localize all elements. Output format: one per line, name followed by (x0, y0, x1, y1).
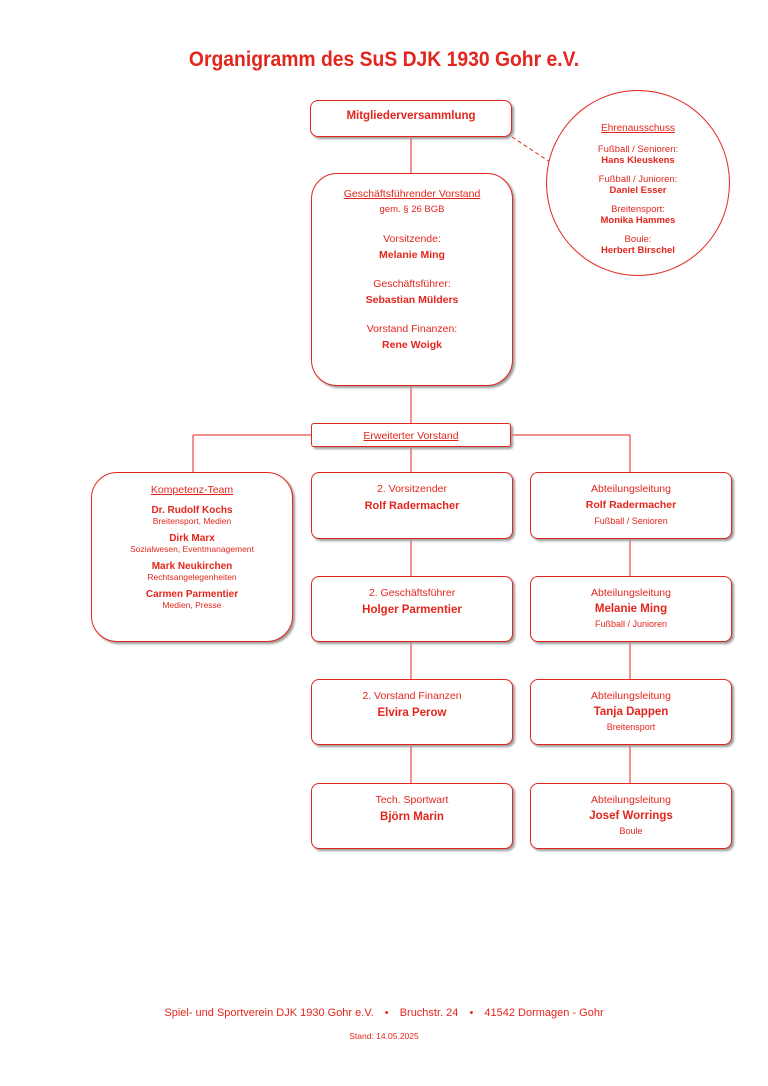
mitgliederversammlung-box: Mitgliederversammlung (310, 100, 512, 137)
kompetenz-member-area: Medien, Presse (162, 600, 222, 610)
kompetenz-member-name: Dr. Rudolf Kochs (151, 505, 233, 516)
role-name: Rolf Radermacher (364, 500, 460, 512)
ehren-item-name: Herbert Birschel (601, 245, 675, 256)
ehren-item: Breitensport: Monika Hammes (547, 204, 729, 226)
vorstand-heading: Geschäftsführender Vorstand (343, 188, 481, 200)
ehrenausschuss-circle: Ehrenausschuss Fußball / Senioren: Hans … (546, 90, 730, 276)
mitgliederversammlung-label: Mitgliederversammlung (346, 110, 476, 122)
role-label: 2. Vorsitzender (376, 483, 448, 495)
ehren-item-label: Fußball / Junioren: (598, 174, 678, 185)
kompetenz-member-name: Dirk Marx (169, 533, 215, 544)
footer-address: Spiel- und Sportverein DJK 1930 Gohr e.V… (0, 1007, 768, 1019)
abteilung-name: Melanie Ming (594, 603, 668, 615)
kompetenz-member-name: Mark Neukirchen (151, 561, 233, 572)
abteilung-area: Fußball / Senioren (594, 516, 668, 526)
ehren-item-label: Boule: (624, 234, 652, 245)
kompetenz-member: Dirk Marx Sozialwesen, Eventmanagement (92, 533, 292, 554)
kompetenz-member-area: Breitensport, Medien (152, 516, 232, 526)
role-label: 2. Geschäftsführer (368, 587, 456, 599)
role-name: Holger Parmentier (362, 604, 462, 616)
kompetenz-member-area: Rechtsangelegenheiten (147, 572, 237, 582)
ehren-item-name: Hans Kleuskens (601, 155, 675, 166)
abteilung-box: Abteilungsleitung Rolf Radermacher Fußba… (530, 472, 732, 539)
page-title: Organigramm des SuS DJK 1930 Gohr e.V. (188, 48, 580, 71)
abteilung-label: Abteilungsleitung (591, 483, 671, 495)
erweiterter-vorstand-box: Erweiterter Vorstand (311, 423, 511, 447)
role-box: 2. Vorsitzender Rolf Radermacher (311, 472, 513, 539)
footer-org: Spiel- und Sportverein DJK 1930 Gohr e.V… (164, 1007, 374, 1019)
role-name: Elvira Perow (377, 707, 447, 719)
abteilung-box: Abteilungsleitung Melanie Ming Fußball /… (530, 576, 732, 642)
abteilung-area: Breitensport (606, 722, 656, 732)
dashed-connector (511, 136, 551, 163)
role-box: 2. Geschäftsführer Holger Parmentier (311, 576, 513, 642)
ehren-item-name: Monika Hammes (600, 215, 676, 226)
abteilung-label: Abteilungsleitung (591, 690, 671, 702)
role-name: Björn Marin (380, 811, 444, 823)
role-label: 2. Vorstand Finanzen (362, 690, 462, 702)
footer-separator: • (469, 1007, 474, 1019)
abteilung-label: Abteilungsleitung (591, 587, 671, 599)
vorstand-role: Geschäftsführer: Sebastian Mülders (312, 278, 512, 306)
footer-separator: • (384, 1007, 389, 1019)
vorstand-role: Vorstand Finanzen: Rene Woigk (312, 323, 512, 351)
abteilung-name: Josef Worrings (589, 810, 673, 822)
vorstand-role-name: Sebastian Mülders (365, 294, 459, 306)
ehren-item: Fußball / Junioren: Daniel Esser (547, 174, 729, 196)
vorstand-role: Vorsitzende: Melanie Ming (312, 233, 512, 261)
vorstand-box: Geschäftsführender Vorstand gem. § 26 BG… (311, 173, 513, 386)
abteilung-area: Fußball / Junioren (594, 619, 668, 629)
abteilung-box: Abteilungsleitung Tanja Dappen Breitensp… (530, 679, 732, 745)
vorstand-subheading: gem. § 26 BGB (379, 204, 445, 215)
vorstand-role-name: Melanie Ming (379, 249, 445, 261)
ehrenausschuss-heading: Ehrenausschuss (601, 123, 675, 134)
vorstand-role-label: Vorsitzende: (383, 233, 441, 245)
ehren-item: Fußball / Senioren: Hans Kleuskens (547, 144, 729, 166)
ehren-item-name: Daniel Esser (609, 185, 667, 196)
abteilung-box: Abteilungsleitung Josef Worrings Boule (530, 783, 732, 849)
footer-city: 41542 Dormagen - Gohr (484, 1007, 604, 1019)
abteilung-name: Rolf Radermacher (585, 499, 677, 511)
kompetenz-team-heading: Kompetenz-Team (150, 484, 234, 496)
kompetenz-member: Carmen Parmentier Medien, Presse (92, 589, 292, 610)
role-label: Tech. Sportwart (375, 794, 449, 806)
vorstand-role-label: Geschäftsführer: (373, 278, 451, 290)
vorstand-role-name: Rene Woigk (382, 339, 442, 351)
kompetenz-member: Mark Neukirchen Rechtsangelegenheiten (92, 561, 292, 582)
kompetenz-member: Dr. Rudolf Kochs Breitensport, Medien (92, 505, 292, 526)
role-box: Tech. Sportwart Björn Marin (311, 783, 513, 849)
ehren-item-label: Breitensport: (611, 204, 665, 215)
kompetenz-member-name: Carmen Parmentier (145, 589, 239, 600)
role-box: 2. Vorstand Finanzen Elvira Perow (311, 679, 513, 745)
footer-street: Bruchstr. 24 (399, 1007, 459, 1019)
abteilung-label: Abteilungsleitung (591, 794, 671, 806)
vorstand-role-label: Vorstand Finanzen: (366, 323, 458, 335)
footer-date: Stand: 14.05.2025 (349, 1031, 419, 1041)
ehren-item-label: Fußball / Senioren: (597, 144, 679, 155)
abteilung-name: Tanja Dappen (593, 706, 669, 718)
kompetenz-member-area: Sozialwesen, Eventmanagement (130, 544, 254, 554)
abteilung-area: Boule (619, 826, 643, 836)
kompetenz-team-box: Kompetenz-Team Dr. Rudolf Kochs Breitens… (91, 472, 293, 642)
erweiterter-vorstand-label: Erweiterter Vorstand (363, 430, 459, 442)
ehren-item: Boule: Herbert Birschel (547, 234, 729, 256)
